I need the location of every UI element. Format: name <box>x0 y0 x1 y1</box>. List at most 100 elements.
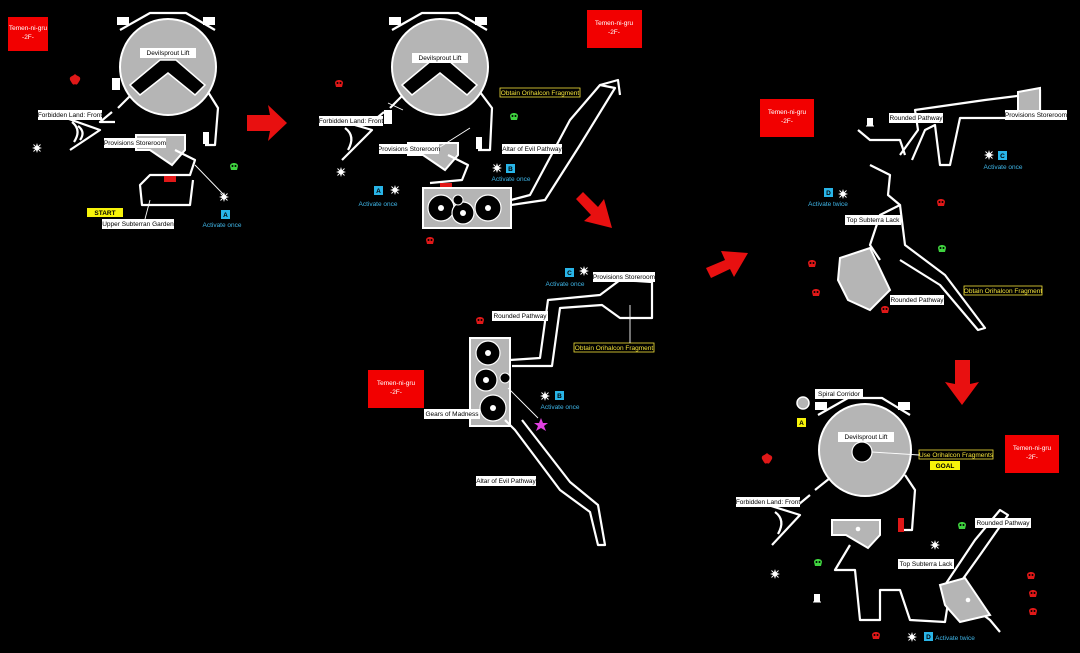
key-b: B <box>508 166 513 173</box>
red-skull-icon <box>476 317 484 324</box>
red-skull-icon <box>1029 608 1037 615</box>
area-floor: -2F- <box>608 29 620 36</box>
label-forbidden-land-front: Forbidden Land: Front <box>319 118 384 125</box>
label-activate-once: Activate once <box>491 176 530 183</box>
label-provisions-storeroom: Provisions Storeroom <box>104 140 166 147</box>
label-spiral-corridor: Spiral Corridor <box>818 391 861 398</box>
waypoint-dot <box>965 597 971 603</box>
area-title: Temen-ni-gru <box>9 25 48 32</box>
sparkle-icon <box>929 539 941 551</box>
red-star-icon <box>69 74 81 85</box>
green-skull-icon <box>814 559 822 566</box>
red-skull-icon <box>881 306 889 313</box>
label-provisions-storeroom: Provisions Storeroom <box>593 274 655 281</box>
red-star-icon <box>761 453 773 464</box>
red-skull-icon <box>808 260 816 267</box>
sparkle-icon <box>906 631 918 643</box>
area-title-box: Temen-ni-gru -2F- <box>760 99 814 137</box>
green-skull-icon <box>958 522 966 529</box>
label-activate-once: Activate once <box>983 164 1022 171</box>
label-top-subterra-lack: Top Subterra Lack <box>900 561 954 568</box>
label-forbidden-land-front: Forbidden Land: Front <box>38 112 103 119</box>
label-activate-once: Activate once <box>202 222 241 229</box>
label-gears-of-madness: Gears of Madness <box>425 411 479 418</box>
label-activate-once: Activate once <box>545 281 584 288</box>
green-skull-icon <box>938 245 946 252</box>
label-obtain-fragment: Obtain Orihalcon Fragment <box>501 90 580 97</box>
key-a: A <box>799 420 804 427</box>
area-floor: -2F- <box>22 34 34 41</box>
sparkle-icon <box>389 184 401 196</box>
key-b: B <box>557 393 562 400</box>
red-skull-icon <box>937 199 945 206</box>
sparkle-icon <box>31 142 43 154</box>
sparkle-icon <box>218 191 230 203</box>
key-c: C <box>1000 153 1005 160</box>
red-skull-icon <box>1029 590 1037 597</box>
area-floor: -2F- <box>781 118 793 125</box>
panel-5: Temen-ni-gru -2F- Devilsprout Lift Spira… <box>736 389 1059 643</box>
label-activate-once: Activate once <box>540 404 579 411</box>
label-activate-twice: Activate twice <box>808 201 848 208</box>
green-skull-icon <box>510 113 518 120</box>
area-floor: -2F- <box>1026 454 1038 461</box>
red-skull-icon <box>335 80 343 87</box>
label-forbidden-land-front: Forbidden Land: Front <box>736 499 801 506</box>
label-top-subterra-lack: Top Subterra Lack <box>847 217 901 224</box>
green-skull-icon <box>230 163 238 170</box>
label-activate-twice: Activate twice <box>935 635 975 642</box>
red-skull-icon <box>812 289 820 296</box>
sparkle-icon <box>539 390 551 402</box>
label-devilsprout-lift: Devilsprout Lift <box>845 434 888 441</box>
label-devilsprout-lift: Devilsprout Lift <box>419 55 462 62</box>
sparkle-icon <box>769 568 781 580</box>
panel-3: Temen-ni-gru -2F- Rounded Pathway Provis… <box>368 265 655 547</box>
area-title-box: Temen-ni-gru -2F- <box>368 370 424 408</box>
arrow-down <box>945 360 979 405</box>
door-icon <box>865 117 875 127</box>
panel-4: Temen-ni-gru -2F- Rounded Pathway Provis… <box>760 86 1067 332</box>
goal-badge: GOAL <box>936 463 955 470</box>
label-devilsprout-lift: Devilsprout Lift <box>147 50 190 57</box>
area-title-box: Temen-ni-gru -2F- <box>587 10 642 48</box>
key-d: D <box>826 190 831 197</box>
sparkle-icon <box>983 149 995 161</box>
label-rounded-pathway: Rounded Pathway <box>889 115 943 122</box>
red-skull-icon <box>1027 572 1035 579</box>
area-title: Temen-ni-gru <box>595 20 634 27</box>
label-rounded-pathway: Rounded Pathway <box>976 520 1030 527</box>
door-icon <box>812 593 822 603</box>
label-rounded-pathway: Rounded Pathway <box>493 313 547 320</box>
area-floor: -2F- <box>390 389 402 396</box>
sparkle-icon <box>335 166 347 178</box>
panel-2: Temen-ni-gru -2F- Devilsprout Lift Forbi… <box>319 10 642 244</box>
red-skull-icon <box>872 632 880 639</box>
start-badge: START <box>94 210 115 217</box>
area-title-box: Temen-ni-gru -2F- <box>1005 435 1059 473</box>
area-title: Temen-ni-gru <box>377 380 416 387</box>
waypoint-dot <box>855 526 861 532</box>
label-use-fragments: Use Orihalcon Fragments <box>919 452 994 459</box>
label-obtain-fragment: Obtain Orihalcon Fragment <box>575 345 654 352</box>
area-title: Temen-ni-gru <box>768 109 807 116</box>
sparkle-icon <box>578 265 590 277</box>
area-title: Temen-ni-gru <box>1013 445 1052 452</box>
key-a: A <box>223 212 228 219</box>
key-d: D <box>926 634 931 641</box>
label-rounded-pathway: Rounded Pathway <box>890 297 944 304</box>
arrow-up-right <box>706 251 748 278</box>
area-title-box: Temen-ni-gru -2F- <box>8 17 48 51</box>
sparkle-icon <box>837 188 849 200</box>
key-c: C <box>567 270 572 277</box>
red-skull-icon <box>426 237 434 244</box>
pink-star-icon <box>534 418 548 431</box>
label-upper-subterran-garden: Upper Subterran Garden <box>102 221 174 228</box>
label-provisions-storeroom: Provisions Storeroom <box>1005 112 1067 119</box>
label-provisions-storeroom: Provisions Storeroom <box>378 146 440 153</box>
arrow-down-right <box>576 192 612 228</box>
key-a: A <box>376 188 381 195</box>
sparkle-icon <box>491 162 503 174</box>
label-obtain-fragment: Obtain Orihalcon Fragment <box>964 288 1043 295</box>
panel-1: Temen-ni-gru -2F- Devilsprout Lift Provi… <box>8 11 242 229</box>
